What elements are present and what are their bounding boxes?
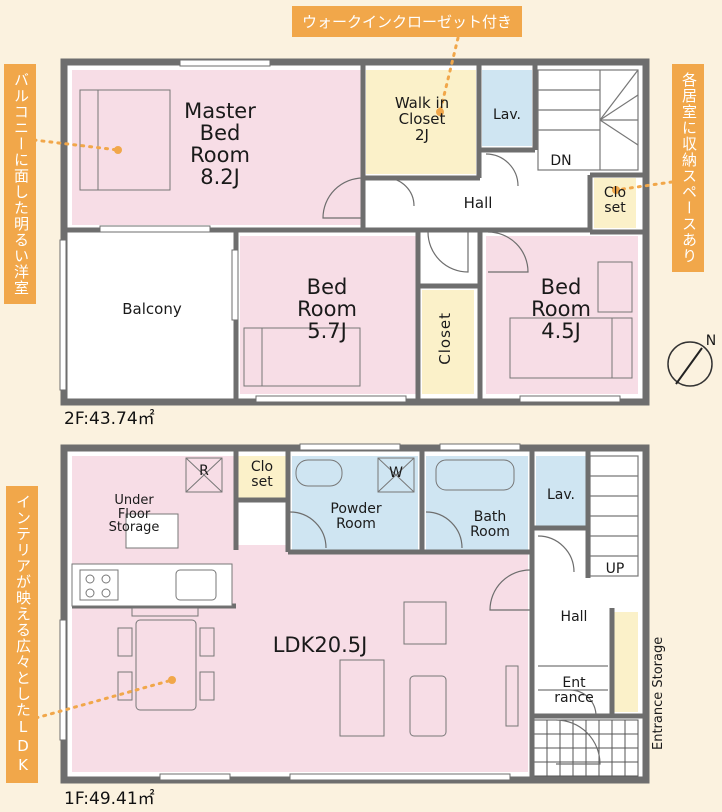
bed-room-b-size: 4.5J bbox=[541, 319, 581, 344]
master-bed-room-size: 8.2J bbox=[200, 165, 240, 190]
bath-room-label-line1: Bath bbox=[473, 509, 507, 525]
dn-label: DN bbox=[550, 153, 572, 169]
callout-dots bbox=[114, 108, 620, 684]
walk-in-closet-label: Walk in Closet 2J bbox=[380, 94, 464, 144]
walk-in-closet-size: 2J bbox=[415, 125, 429, 144]
under-floor-storage-label-line1: Under bbox=[114, 493, 154, 508]
closet-small-2f-label-line1: Clo bbox=[603, 185, 627, 201]
under-floor-storage-label: Under Floor Storage bbox=[96, 494, 172, 535]
walk-in-closet-area bbox=[366, 70, 476, 174]
ldk-area bbox=[72, 456, 528, 772]
closet-1f-label-line1: Clo bbox=[250, 459, 274, 475]
entrance-storage-label: Entrance Storage bbox=[651, 636, 666, 750]
r-mark-label: R bbox=[199, 463, 209, 479]
compass-north-label: N bbox=[705, 333, 717, 349]
floor-2-door-swings bbox=[322, 153, 529, 273]
floor-1-windows bbox=[59, 443, 521, 781]
master-bed-room-label-line3: Room bbox=[190, 143, 250, 168]
entrance-storage-area bbox=[614, 612, 638, 712]
closet-1f-label-line2: set bbox=[251, 473, 273, 490]
floor-1-plan bbox=[59, 443, 650, 784]
bed-room-b-label: Bed Room 4.5J bbox=[516, 276, 606, 342]
balcony-label: Balcony bbox=[122, 300, 182, 318]
callout-leaders bbox=[32, 36, 674, 720]
stairs-1f bbox=[589, 455, 639, 577]
entrance-label: Ent rance bbox=[544, 676, 604, 705]
powder-room-label: Powder Room bbox=[316, 502, 396, 531]
lav-2f-area bbox=[482, 70, 532, 146]
stairs-2f bbox=[537, 69, 639, 171]
lav-1f-label: Lav. bbox=[546, 487, 576, 503]
walk-in-closet-label-line2: Closet bbox=[398, 109, 446, 128]
master-bed-room-label: Master Bed Room 8.2J bbox=[170, 100, 270, 188]
ldk-callout: インテリアが映える広々としたLDK bbox=[6, 486, 38, 783]
closet-small-2f-label-line2: set bbox=[604, 199, 626, 216]
w-mark-label: W bbox=[389, 465, 403, 481]
lav-2f-label: Lav. bbox=[492, 107, 522, 123]
closet-1f-label: Clo set bbox=[240, 460, 284, 489]
bed-room-a-label: Bed Room 5.7J bbox=[282, 276, 372, 342]
powder-room-label-line2: Room bbox=[336, 515, 376, 532]
storage-callout: 各居室に収納スペースあり bbox=[672, 64, 704, 272]
bed-room-a-size: 5.7J bbox=[307, 319, 347, 344]
hall-1f-label: Hall bbox=[560, 609, 588, 625]
balcony-room-callout: バルコニーに面した明るい洋室 bbox=[4, 64, 36, 304]
lav-1f-area bbox=[536, 456, 586, 526]
up-label: UP bbox=[605, 561, 625, 577]
floor-2-plan bbox=[59, 58, 650, 406]
bath-room-area bbox=[426, 456, 528, 550]
under-floor-storage-label-line2: Floor bbox=[117, 506, 151, 522]
powder-room-label-line1: Powder bbox=[330, 501, 382, 517]
bath-room-label-line2: Room bbox=[470, 523, 510, 540]
closet-small-2f-label: Clo set bbox=[596, 186, 634, 215]
floor-2-furniture bbox=[79, 89, 633, 387]
bed-room-a-label-line1: Bed bbox=[306, 275, 348, 299]
balcony-area bbox=[72, 236, 232, 394]
compass-north-arrow bbox=[667, 341, 713, 387]
hall-2f-label: Hall bbox=[463, 194, 493, 212]
walk-in-closet-label-line1: Walk in bbox=[394, 94, 450, 112]
master-bed-room-label-line2: Bed bbox=[199, 121, 241, 146]
closet-vertical-label: Closet bbox=[436, 312, 454, 365]
ldk-label: LDK20.5J bbox=[272, 633, 368, 657]
powder-room-area bbox=[292, 456, 418, 550]
master-bed-room-label-line1: Master bbox=[184, 99, 256, 123]
entrance-tile-floor bbox=[533, 665, 639, 777]
floor-1-area-label: 1F:49.41㎡ bbox=[64, 789, 155, 809]
bed-room-a-label-line2: Room bbox=[297, 297, 357, 322]
entrance-label-line1: Ent bbox=[562, 675, 586, 691]
floor-1-door-swings bbox=[289, 511, 601, 765]
walk-in-closet-callout: ウォークインクローゼット付き bbox=[292, 6, 523, 37]
floor-1-furniture bbox=[71, 457, 519, 737]
bath-room-label: Bath Room bbox=[450, 510, 530, 539]
bed-room-a-area bbox=[240, 236, 416, 394]
floor-1-interior-walls bbox=[72, 448, 646, 780]
under-floor-storage-label-line3: Storage bbox=[108, 520, 160, 536]
bed-room-b-label-line2: Room bbox=[531, 297, 591, 322]
closet-vertical-area bbox=[422, 290, 474, 394]
floor-2-area-label: 2F:43.74㎡ bbox=[64, 409, 155, 429]
bed-room-b-label-line1: Bed bbox=[540, 275, 582, 299]
floor-2-windows bbox=[59, 59, 621, 403]
entrance-label-line2: rance bbox=[554, 689, 594, 706]
closet-1f-area bbox=[238, 456, 286, 498]
